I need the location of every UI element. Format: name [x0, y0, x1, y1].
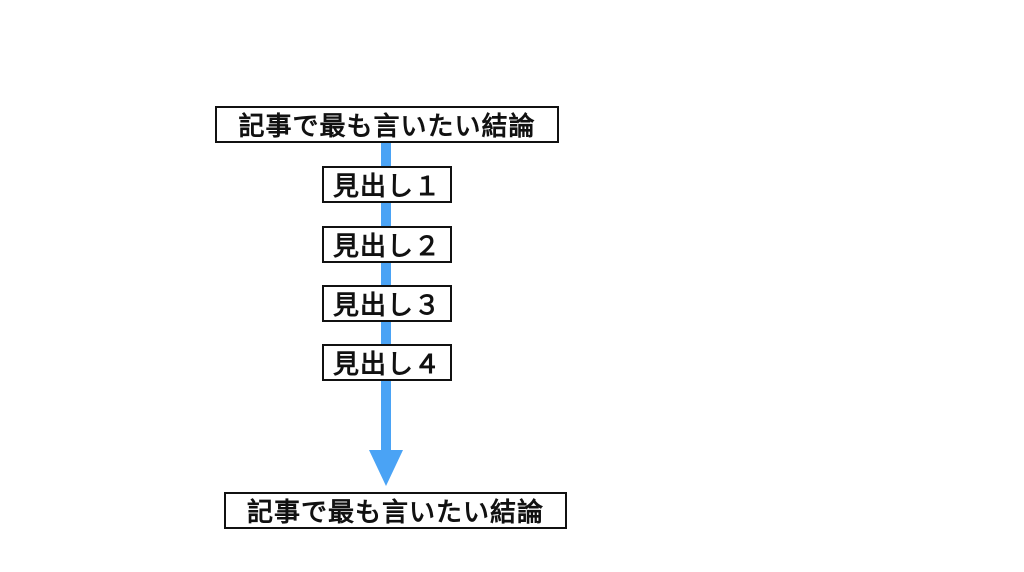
heading-box-2: 見出し２ [322, 226, 452, 263]
heading-box-3: 見出し３ [322, 285, 452, 322]
heading-box-1: 見出し１ [322, 166, 452, 203]
top-conclusion-box: 記事で最も言いたい結論 [215, 106, 559, 143]
heading-box-4: 見出し４ [322, 344, 452, 381]
flow-arrow-head-icon [369, 450, 403, 486]
bottom-conclusion-box: 記事で最も言いたい結論 [224, 492, 567, 529]
